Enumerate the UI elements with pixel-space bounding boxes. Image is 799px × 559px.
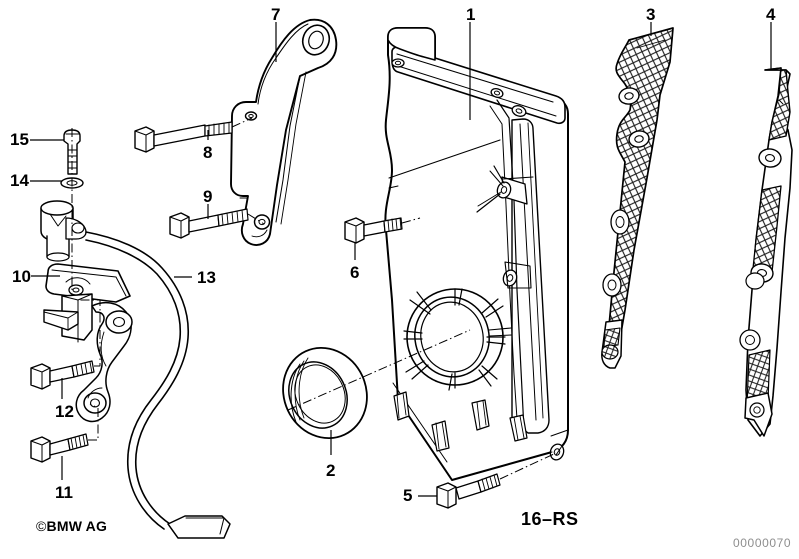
callout-8: 8 [203,143,213,162]
callout-3: 3 [646,5,656,24]
callout-15: 15 [10,130,29,149]
part-crankshaft-radial-seal [282,346,368,440]
callout-14: 14 [10,171,29,190]
leader-lines [30,22,772,497]
copyright-owner: BMW AG [46,518,108,534]
part-hex-bolt-bracket-lower [169,208,249,239]
callout-13: 13 [197,268,216,287]
part-support-bracket [230,18,338,246]
assembly-centerlines [71,117,557,480]
callout-2: 2 [326,461,336,480]
copyright-notice: ©BMW AG [36,518,107,534]
part-gasket-left [601,27,674,369]
diagram-watermark: 00000070 [733,536,792,550]
callout-7: 7 [271,5,281,24]
part-gasket-right [739,67,793,437]
callout-9: 9 [203,187,213,206]
part-pulse-generator-cable [85,231,231,539]
part-hex-bolt-mid [344,217,403,244]
callout-1: 1 [466,5,476,24]
callout-5: 5 [403,486,413,505]
copyright-symbol: © [36,518,47,534]
part-pulse-generator-sensor [40,200,87,262]
part-hex-bolt-holder-lower [30,433,89,463]
callout-10: 10 [12,267,31,286]
part-hex-bolt-holder-upper [30,360,95,390]
part-hex-bolt-lower [436,473,501,509]
callout-6: 6 [350,263,360,282]
callout-4: 4 [766,5,776,24]
parts-group-label: 16–RS [521,509,579,529]
part-timing-case-cover [384,27,569,481]
callout-11: 11 [55,483,73,502]
part-hex-bolt-bracket-upper [134,121,233,153]
callout-12: 12 [55,402,74,421]
part-sensor-holder [43,263,133,423]
